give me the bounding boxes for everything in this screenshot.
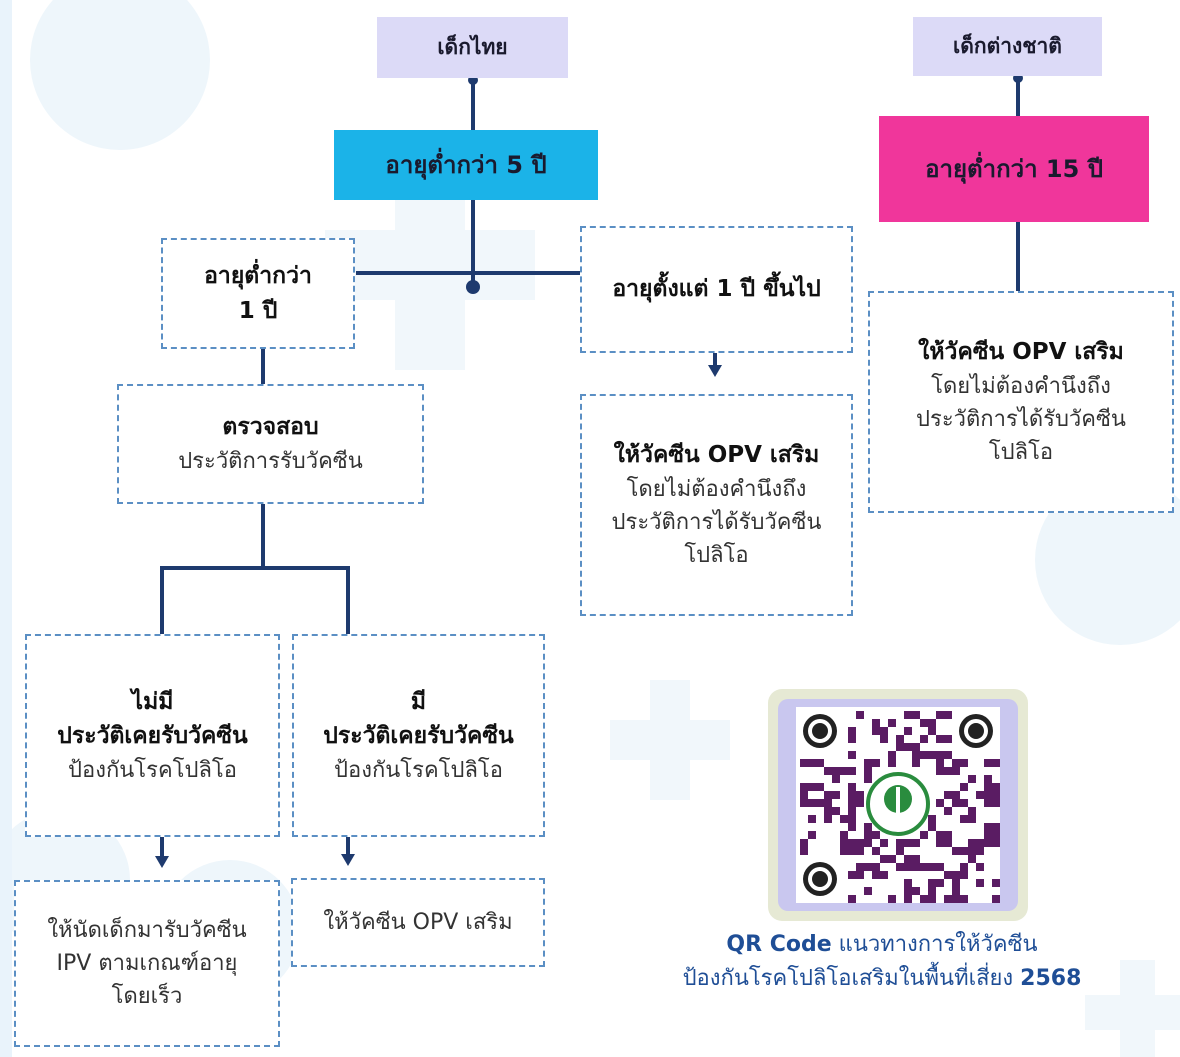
age-over-1-text: อายุตั้งแต่ 1 ปี ขึ้นไป bbox=[612, 276, 821, 303]
opv-foreign-line2: ประวัติการได้รับวัคซีน bbox=[916, 406, 1126, 432]
opv-thai-line3: โปลิโอ bbox=[684, 542, 749, 568]
age-under-1-box: อายุต่ำกว่า 1 ปี bbox=[161, 238, 355, 349]
qr-caption-line2: ป้องกันโรคโปลิโอเสริมในพื้นที่เสี่ยง 256… bbox=[632, 962, 1132, 996]
has-history-line2: ประวัติเคยรับวัคซีน bbox=[323, 723, 514, 749]
qr-caption-bold: QR Code bbox=[726, 932, 832, 957]
no-history-line1: ไม่มี bbox=[131, 688, 174, 715]
ipv-line1: ให้นัดเด็กมารับวัคซีน bbox=[47, 918, 247, 943]
opv-thai-title: ให้วัคซีน OPV เสริม bbox=[613, 442, 820, 469]
ipv-line2: IPV ตามเกณฑ์อายุ bbox=[56, 951, 238, 976]
ipv-appointment-box: ให้นัดเด็กมารับวัคซีน IPV ตามเกณฑ์อายุ โ… bbox=[14, 880, 280, 1047]
has-history-line1: มี bbox=[410, 688, 427, 715]
qr-code[interactable] bbox=[768, 689, 1028, 921]
opv-booster-foreign-box: ให้วัคซีน OPV เสริม โดยไม่ต้องคำนึงถึง ป… bbox=[868, 291, 1174, 513]
opv-booster-small-text: ให้วัคซีน OPV เสริม bbox=[323, 910, 513, 935]
opv-booster-box-small: ให้วัคซีน OPV เสริม bbox=[291, 878, 545, 967]
foreign-age-under-15-box: อายุต่ำกว่า 15 ปี bbox=[879, 116, 1149, 222]
opv-thai-line2: ประวัติการได้รับวัคซีน bbox=[611, 509, 822, 535]
no-history-line2: ประวัติเคยรับวัคซีน bbox=[57, 723, 248, 749]
qr-caption: QR Code แนวทางการให้วัคซีน ป้องกันโรคโปล… bbox=[632, 928, 1132, 996]
opv-foreign-line3: โปลิโอ bbox=[988, 439, 1054, 465]
has-history-box: มี ประวัติเคยรับวัคซีน ป้องกันโรคโปลิโอ bbox=[292, 634, 545, 837]
age-over-1-box: อายุตั้งแต่ 1 ปี ขึ้นไป bbox=[580, 226, 853, 353]
opv-foreign-line1: โดยไม่ต้องคำนึงถึง bbox=[931, 373, 1111, 399]
health-ministry-logo bbox=[866, 772, 930, 836]
age-under-1-line2: 1 ปี bbox=[238, 297, 278, 324]
thai-age-under-5-text: อายุต่ำกว่า 5 ปี bbox=[385, 151, 547, 179]
foreign-children-label: เด็กต่างชาติ bbox=[913, 17, 1102, 76]
thai-children-text: เด็กไทย bbox=[437, 34, 508, 59]
ipv-line3: โดยเร็ว bbox=[111, 984, 183, 1009]
qr-caption-line2-text: ป้องกันโรคโปลิโอเสริมในพื้นที่เสี่ยง bbox=[682, 966, 1014, 992]
check-title: ตรวจสอบ bbox=[222, 414, 319, 441]
no-history-line3: ป้องกันโรคโปลิโอ bbox=[68, 757, 237, 783]
qr-caption-line1: QR Code แนวทางการให้วัคซีน bbox=[632, 928, 1132, 962]
qr-caption-year: 2568 bbox=[1020, 966, 1082, 992]
check-subtitle: ประวัติการรับวัคซีน bbox=[178, 448, 363, 474]
foreign-children-text: เด็กต่างชาติ bbox=[953, 33, 1062, 58]
foreign-age-under-15-text: อายุต่ำกว่า 15 ปี bbox=[925, 155, 1103, 183]
opv-booster-thai-box: ให้วัคซีน OPV เสริม โดยไม่ต้องคำนึงถึง ป… bbox=[580, 394, 853, 616]
thai-children-label: เด็กไทย bbox=[377, 17, 568, 78]
qr-caption-rest: แนวทางการให้วัคซีน bbox=[831, 932, 1038, 957]
opv-foreign-title: ให้วัคซีน OPV เสริม bbox=[918, 339, 1124, 366]
no-history-box: ไม่มี ประวัติเคยรับวัคซีน ป้องกันโรคโปลิ… bbox=[25, 634, 280, 837]
opv-thai-line1: โดยไม่ต้องคำนึงถึง bbox=[626, 476, 807, 502]
has-history-line3: ป้องกันโรคโปลิโอ bbox=[334, 757, 503, 783]
age-under-1-line1: อายุต่ำกว่า bbox=[204, 263, 312, 289]
thai-age-under-5-box: อายุต่ำกว่า 5 ปี bbox=[334, 130, 598, 200]
check-history-box: ตรวจสอบ ประวัติการรับวัคซีน bbox=[117, 384, 424, 504]
